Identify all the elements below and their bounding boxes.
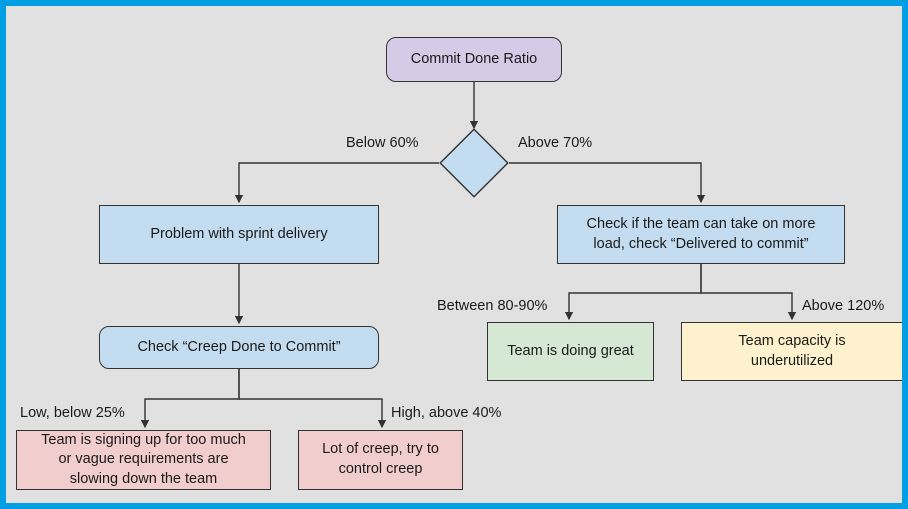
decision-diamond[interactable]	[439, 128, 509, 198]
node-check-creep-done-to-commit-label: Check “Creep Done to Commit”	[137, 338, 341, 355]
edge-label-low-below-25: Low, below 25%	[20, 405, 125, 421]
edge-load-to-underutilized	[700, 264, 797, 321]
node-team-is-doing-great[interactable]: Team is doing great	[487, 322, 654, 381]
node-commit-done-ratio-label: Commit Done Ratio	[410, 50, 538, 67]
node-lot-of-creep-label: Lot of creep, try to control creep	[322, 441, 439, 477]
edge-load-to-team-great	[564, 264, 702, 321]
node-problem-with-sprint-delivery-label: Problem with sprint delivery	[150, 225, 328, 242]
node-problem-with-sprint-delivery[interactable]: Problem with sprint delivery	[99, 205, 379, 264]
edge-decision-to-check-load	[509, 162, 706, 204]
node-team-signing-up-too-much-label: Team is signing up for too much or vague…	[41, 431, 246, 487]
edge-label-above-120: Above 120%	[802, 298, 885, 314]
edge-creep-to-lot-of-creep	[238, 369, 387, 429]
node-team-is-doing-great-label: Team is doing great	[507, 342, 634, 359]
edge-label-high-above-40: High, above 40%	[391, 405, 502, 421]
node-check-team-capacity-load-label: Check if the team can take on more load,…	[586, 215, 816, 252]
node-team-capacity-underutilized-label: Team capacity is underutilized	[738, 332, 846, 369]
node-team-capacity-underutilized[interactable]: Team capacity is underutilized	[681, 322, 902, 381]
node-check-team-capacity-load[interactable]: Check if the team can take on more load,…	[557, 205, 845, 264]
node-commit-done-ratio[interactable]: Commit Done Ratio	[386, 37, 562, 82]
edge-creep-to-signing-too-much	[140, 369, 240, 429]
node-check-creep-done-to-commit[interactable]: Check “Creep Done to Commit”	[99, 326, 379, 369]
edge-label-above-70: Above 70%	[518, 135, 593, 151]
edge-decision-to-problem	[234, 162, 439, 204]
node-lot-of-creep[interactable]: Lot of creep, try to control creep	[298, 430, 463, 490]
edge-label-below-60: Below 60%	[346, 135, 419, 151]
edge-label-between-80-90: Between 80-90%	[437, 298, 548, 314]
decision-diamond-shape	[439, 128, 509, 198]
node-team-signing-up-too-much[interactable]: Team is signing up for too much or vague…	[16, 430, 271, 490]
